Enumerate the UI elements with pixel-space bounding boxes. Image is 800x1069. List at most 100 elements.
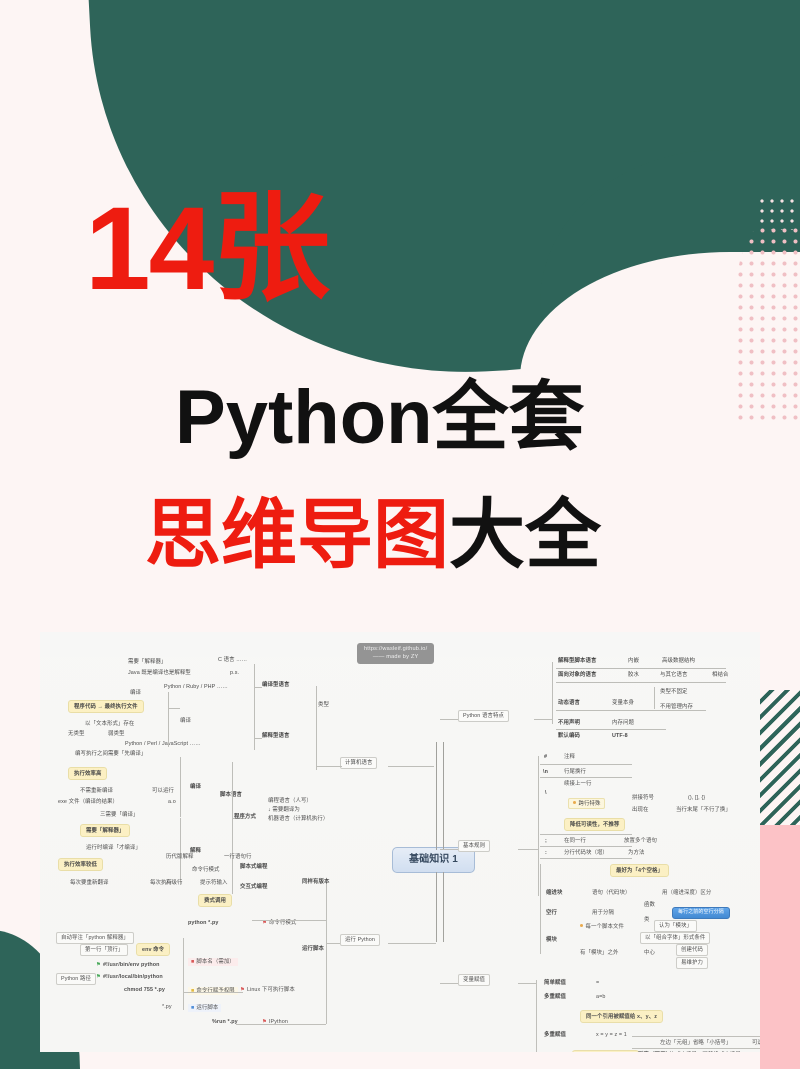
node-python-features[interactable]: Python 语言特点 [458, 710, 509, 723]
node-shebang-usr-local-bin[interactable]: #!/usr/local/bin/python [96, 974, 163, 980]
node-exe-file[interactable]: exe 文件（编译的结果） [58, 799, 119, 805]
node-loose-type[interactable]: 弱类型 [108, 731, 125, 737]
node-module-func[interactable]: 中心 [644, 950, 655, 956]
rule-cross-line-highlight[interactable]: 跨行特殊 [568, 798, 606, 810]
node-multi-target-value[interactable]: x = y = z = 1 [596, 1032, 627, 1038]
node-compile-tag[interactable]: 编译 [130, 690, 141, 696]
node-exec-perm[interactable]: 命令行赋予权限 [188, 987, 238, 996]
node-blank-blue-pill[interactable]: 每行之前的空行分隔 [672, 907, 730, 919]
feature-row-3-col-1[interactable]: 内存问题 [612, 720, 634, 726]
node-tuple-highlight[interactable]: 等号两边均为「元组」 [572, 1050, 639, 1052]
node-java-ps[interactable]: p.s. [230, 670, 240, 676]
feature-row-1-col-1[interactable]: 胶水 [628, 672, 639, 678]
rule-row-4-col-1[interactable]: 出现在 [632, 807, 649, 813]
rule-readability-highlight[interactable]: 降低可读性，不推荐 [564, 818, 626, 832]
node-interactive-mode[interactable]: 交互式编程 [240, 884, 268, 890]
node-indent-label[interactable]: 缩进块 [546, 890, 563, 896]
node-python-star-py[interactable]: python *.py [188, 920, 219, 926]
node-indent-note[interactable]: 用（缩进深度）区分 [662, 890, 712, 896]
node-python-path[interactable]: Python 路径 [56, 973, 96, 986]
node-version-note[interactable]: 同样有版本 [302, 879, 330, 885]
node-compiled-language[interactable]: 编译型语言 [262, 682, 290, 688]
node-script-language[interactable]: 脚本语言 [220, 792, 242, 798]
node-variable-assignment[interactable]: 变量赋值 [458, 974, 490, 987]
node-run-py-magic[interactable]: %run *.py [212, 1019, 238, 1025]
rule-row-3-col-2[interactable]: (), [], {} [688, 795, 706, 801]
node-blank-yes[interactable]: 函数 [644, 902, 655, 908]
node-blank-label[interactable]: 空行 [546, 910, 557, 916]
feature-row-0-col-1[interactable]: 内嵌 [628, 658, 639, 664]
feature-row-4-col-0[interactable]: 默认编码 [558, 733, 580, 739]
node-language-type[interactable]: 类型 [318, 702, 329, 708]
node-module-note[interactable]: 每一个脚本文件 [580, 924, 624, 930]
node-need-translate[interactable]: ↓ 需要翻译为 [268, 807, 300, 813]
node-linux-note[interactable]: Linux 下可执行脚本 [240, 987, 295, 993]
node-retranslate[interactable]: 每次要重新翻译 [70, 880, 109, 886]
node-three-need-compile[interactable]: 三需要「编译」 [100, 812, 139, 818]
rule-row-4-col-2[interactable]: 当行末尾「不行了换」 [676, 807, 731, 813]
rule-row-0-col-1[interactable]: 注释 [564, 754, 575, 760]
rule-row-6-col-2[interactable]: 为方法 [628, 850, 645, 856]
node-cmd-prompt[interactable]: 命令行模式 [192, 867, 220, 873]
node-env-highlight[interactable]: env 命令 [136, 943, 171, 957]
feature-row-1-col-3[interactable]: 相结合 [712, 672, 729, 678]
rule-indent-highlight[interactable]: 最好为「4个空格」 [610, 864, 670, 878]
node-compile-tag-2[interactable]: 编译 [180, 718, 191, 724]
node-program-way[interactable]: 程序方式 [234, 814, 256, 820]
node-slow-exec-highlight[interactable]: 执行效率较低 [58, 858, 103, 872]
rule-row-6-col-0[interactable]: : [545, 850, 547, 856]
node-multi-target-label[interactable]: 多重赋值 [544, 1032, 566, 1038]
node-py-version[interactable]: 历代版解释 [166, 854, 194, 860]
node-tuple-note1[interactable]: 可选，显示可用 [752, 1040, 760, 1046]
rule-row-5-col-0[interactable]: ; [545, 838, 547, 844]
node-first-line[interactable]: 第一行「顶行」 [80, 944, 129, 957]
rule-row-5-col-2[interactable]: 放置多个语句 [624, 838, 657, 844]
node-interp-group-label[interactable]: 解释 [190, 848, 201, 854]
node-module-import[interactable]: 以「组合字体」形式条件 [640, 932, 711, 945]
node-prompt-in[interactable]: 提示符输入 [200, 880, 228, 886]
rule-row-0-col-0[interactable]: # [544, 754, 548, 760]
node-can-run[interactable]: 可以运行 [152, 788, 174, 794]
node-py-extension[interactable]: *.py [162, 1004, 172, 1010]
feature-row-1-col-0[interactable]: 面向对象的语言 [558, 672, 597, 678]
node-blank-desc[interactable]: 用于分隔 [592, 910, 614, 916]
node-run-script-label[interactable]: 运行脚本 [302, 946, 324, 952]
node-no-recompile[interactable]: 不需重新编译 [80, 788, 113, 794]
feature-row-4-col-1[interactable]: UTF-8 [612, 733, 628, 739]
node-compile-group-label[interactable]: 编译 [190, 784, 201, 790]
node-run-script-sub[interactable]: 运行脚本 [188, 1004, 222, 1013]
node-script-langs[interactable]: Python / Perl / JavaScript …… [125, 741, 201, 747]
node-multi-assign-value[interactable]: a=b [596, 994, 606, 1000]
node-simple-assign-value[interactable]: = [596, 980, 600, 986]
node-blank-no[interactable]: 类 [644, 917, 650, 923]
node-module-as[interactable]: 认为「模块」 [654, 920, 697, 933]
feature-row-2-col-0[interactable]: 动态语言 [558, 700, 580, 706]
rule-row-2-col-1[interactable]: 续接上一行 [564, 781, 592, 787]
rule-row-1-col-1[interactable]: 行尾换行 [564, 769, 586, 775]
node-module-reuse[interactable]: 易维护力 [676, 957, 708, 970]
node-auto-guide[interactable]: 自动导注「python 解释器」 [56, 932, 134, 945]
node-module-code[interactable]: 创建代码 [676, 944, 708, 957]
node-ipython[interactable]: IPython [262, 1019, 288, 1025]
node-code-to-exe-highlight[interactable]: 程序代码 → 最终执行文件 [68, 700, 144, 714]
rule-row-3-col-1[interactable]: 拼接符号 [632, 795, 654, 801]
node-run-in-cmd[interactable]: 命令行模式 [262, 920, 296, 926]
rule-row-6-col-1[interactable]: 分行代码块（增） [564, 850, 608, 856]
node-tuple-left[interactable]: 左边「元组」省略「小括号」 [660, 1040, 732, 1046]
node-overview-compile[interactable]: 需要「解释器」 [128, 659, 167, 665]
feature-row-3-col-2[interactable]: 不用管理内存 [660, 704, 693, 710]
node-chmod[interactable]: chmod 755 *.py [124, 987, 165, 993]
feature-row-3-col-0[interactable]: 不用声明 [558, 720, 580, 726]
node-shebang-usr-bin-env[interactable]: #!/usr/bin/env python [96, 962, 160, 968]
node-a-out[interactable]: a.o [168, 799, 176, 805]
node-machine-lang[interactable]: 机器语言（计算机执行） [268, 816, 329, 822]
node-indent-desc[interactable]: 语句（代码块） [592, 890, 631, 896]
node-one-line[interactable]: 一行语句行 [224, 854, 252, 860]
node-module-label[interactable]: 模块 [546, 937, 557, 943]
feature-row-1-col-2[interactable]: 与其它语言 [660, 672, 688, 678]
node-each-run[interactable]: 每次执行 [150, 880, 172, 886]
node-module-tail[interactable]: 有「模块」之外 [580, 950, 619, 956]
node-need-interpreter-highlight[interactable]: 需要「解释器」 [80, 824, 131, 838]
node-runtime-compile[interactable]: 运行时编译「才编译」 [86, 845, 141, 851]
feature-row-2-col-1[interactable]: 变量本身 [612, 700, 634, 706]
